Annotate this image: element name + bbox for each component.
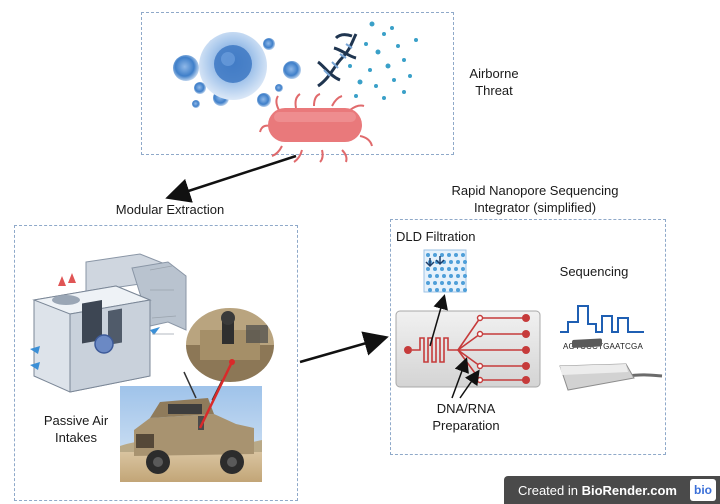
dld-pillar <box>426 253 430 257</box>
airborne-pathogens-illustration <box>173 21 418 163</box>
dld-pillar <box>449 260 453 264</box>
badge-prefix: Created in <box>518 482 582 498</box>
dld-pillar <box>463 260 467 264</box>
biorender-badge[interactable]: Created in BioRender.com bio <box>504 476 720 504</box>
airborne-line-2: Threat <box>475 83 513 98</box>
dld-pillar <box>440 281 444 285</box>
dld-pillar <box>456 260 460 264</box>
dld-pillar <box>433 281 437 285</box>
dld-pillar <box>461 253 465 257</box>
dld-pillar <box>433 267 437 271</box>
airborne-line-1: Airborne <box>469 66 519 81</box>
integrator-title-line-2: Integrator (simplified) <box>473 200 597 215</box>
dld-pillar <box>454 267 458 271</box>
dld-pillar <box>433 253 437 257</box>
dld-filter-grid-icon <box>423 249 467 293</box>
nanopore-device-icon <box>559 338 663 391</box>
dna-helix-icon <box>317 33 358 88</box>
dld-pillar <box>426 281 430 285</box>
dld-pillar <box>447 267 451 271</box>
passive-air-line-2: Intakes <box>55 430 97 445</box>
sequencing-integrator-box <box>390 219 666 455</box>
air-handling-unit-illustration <box>30 253 187 393</box>
dld-pillar <box>440 253 444 257</box>
sequence-text: AGTCCCTGAATCGA <box>563 342 643 351</box>
extraction-to-sequencing-arrow <box>299 331 389 364</box>
dna-rna-line-2: Preparation <box>432 418 500 433</box>
passive-air-line-1: Passive Air <box>43 413 109 428</box>
dld-pillar <box>435 274 439 278</box>
dld-pillar <box>435 288 439 292</box>
filter-to-chip-arrow <box>429 294 448 347</box>
airborne-threat-label: Airborne Threat <box>458 65 530 99</box>
prep-pointer-line-1 <box>451 357 469 399</box>
integrator-title-line-1: Rapid Nanopore Sequencing <box>451 183 619 198</box>
dld-pillar <box>428 274 432 278</box>
dld-pillar <box>447 281 451 285</box>
dld-pillar <box>447 253 451 257</box>
military-vehicle-photo <box>120 371 262 482</box>
dld-filtration-label: DLD Filtration <box>396 229 476 244</box>
sequencing-trace-icon <box>560 305 644 333</box>
dna-rna-preparation-label: DNA/RNA Preparation <box>418 400 514 434</box>
dna-rna-line-1: DNA/RNA <box>436 401 496 416</box>
dld-pillar <box>428 288 432 292</box>
inset-pointer-line <box>198 361 234 429</box>
dld-pillar <box>449 288 453 292</box>
cell-icon <box>257 93 271 107</box>
dld-pillar <box>463 288 467 292</box>
dld-pillar <box>454 281 458 285</box>
cell-icon <box>173 55 199 81</box>
bacterium-icon <box>259 93 373 163</box>
dld-pillar <box>463 274 467 278</box>
sequencing-label: Sequencing <box>559 264 629 279</box>
modular-extraction-label: Modular Extraction <box>115 202 225 217</box>
biorender-logo-icon: bio <box>690 479 716 501</box>
cell-icon <box>275 84 283 92</box>
dld-pillar <box>449 274 453 278</box>
prep-pointer-line-2 <box>459 369 480 399</box>
cell-icon <box>194 82 206 94</box>
dld-pillar <box>456 288 460 292</box>
dld-pillar <box>442 288 446 292</box>
passive-air-intakes-label: Passive Air Intakes <box>34 412 118 446</box>
dld-pillar <box>454 253 458 257</box>
cell-icon <box>283 61 301 79</box>
dld-pillar <box>461 267 465 271</box>
biorender-credit: Created in BioRender.com <box>504 483 690 498</box>
airborne-particles <box>348 21 418 100</box>
airborne-threat-box <box>141 12 454 155</box>
integrator-title: Rapid Nanopore Sequencing Integrator (si… <box>430 182 640 216</box>
modular-extraction-box <box>14 225 298 501</box>
dld-pillar <box>461 281 465 285</box>
badge-brand: BioRender.com <box>581 482 677 498</box>
cell-icon <box>263 38 275 50</box>
dld-pillar <box>442 274 446 278</box>
dld-pillar <box>426 267 430 271</box>
microfluidic-chip-icon <box>395 310 541 388</box>
vehicle-closeup-photo <box>184 306 276 384</box>
cell-icon <box>192 100 200 108</box>
dld-pillar <box>456 274 460 278</box>
dld-pillar <box>440 267 444 271</box>
threat-to-extraction-arrow <box>165 154 297 203</box>
